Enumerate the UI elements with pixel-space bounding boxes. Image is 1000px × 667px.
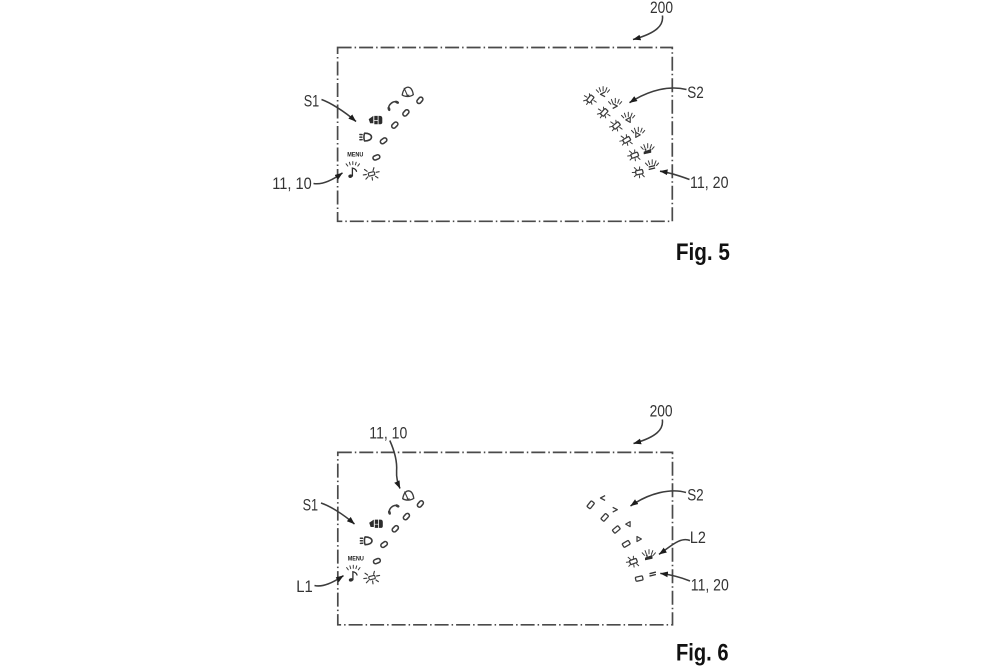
svg-text:200: 200 <box>650 401 673 420</box>
svg-text:S2: S2 <box>687 83 704 102</box>
svg-text:11, 20: 11, 20 <box>690 173 729 192</box>
svg-text:Fig. 5: Fig. 5 <box>676 239 730 266</box>
svg-text:L2: L2 <box>690 528 706 547</box>
svg-text:11, 10: 11, 10 <box>272 174 312 193</box>
svg-text:200: 200 <box>650 0 673 17</box>
svg-text:S1: S1 <box>303 496 319 515</box>
svg-text:11, 10: 11, 10 <box>369 424 407 443</box>
svg-text:S1: S1 <box>304 91 320 110</box>
svg-text:11, 20: 11, 20 <box>691 576 729 595</box>
svg-text:Fig. 6: Fig. 6 <box>676 639 729 666</box>
svg-text:S2: S2 <box>687 486 704 505</box>
svg-text:L1: L1 <box>296 577 313 596</box>
